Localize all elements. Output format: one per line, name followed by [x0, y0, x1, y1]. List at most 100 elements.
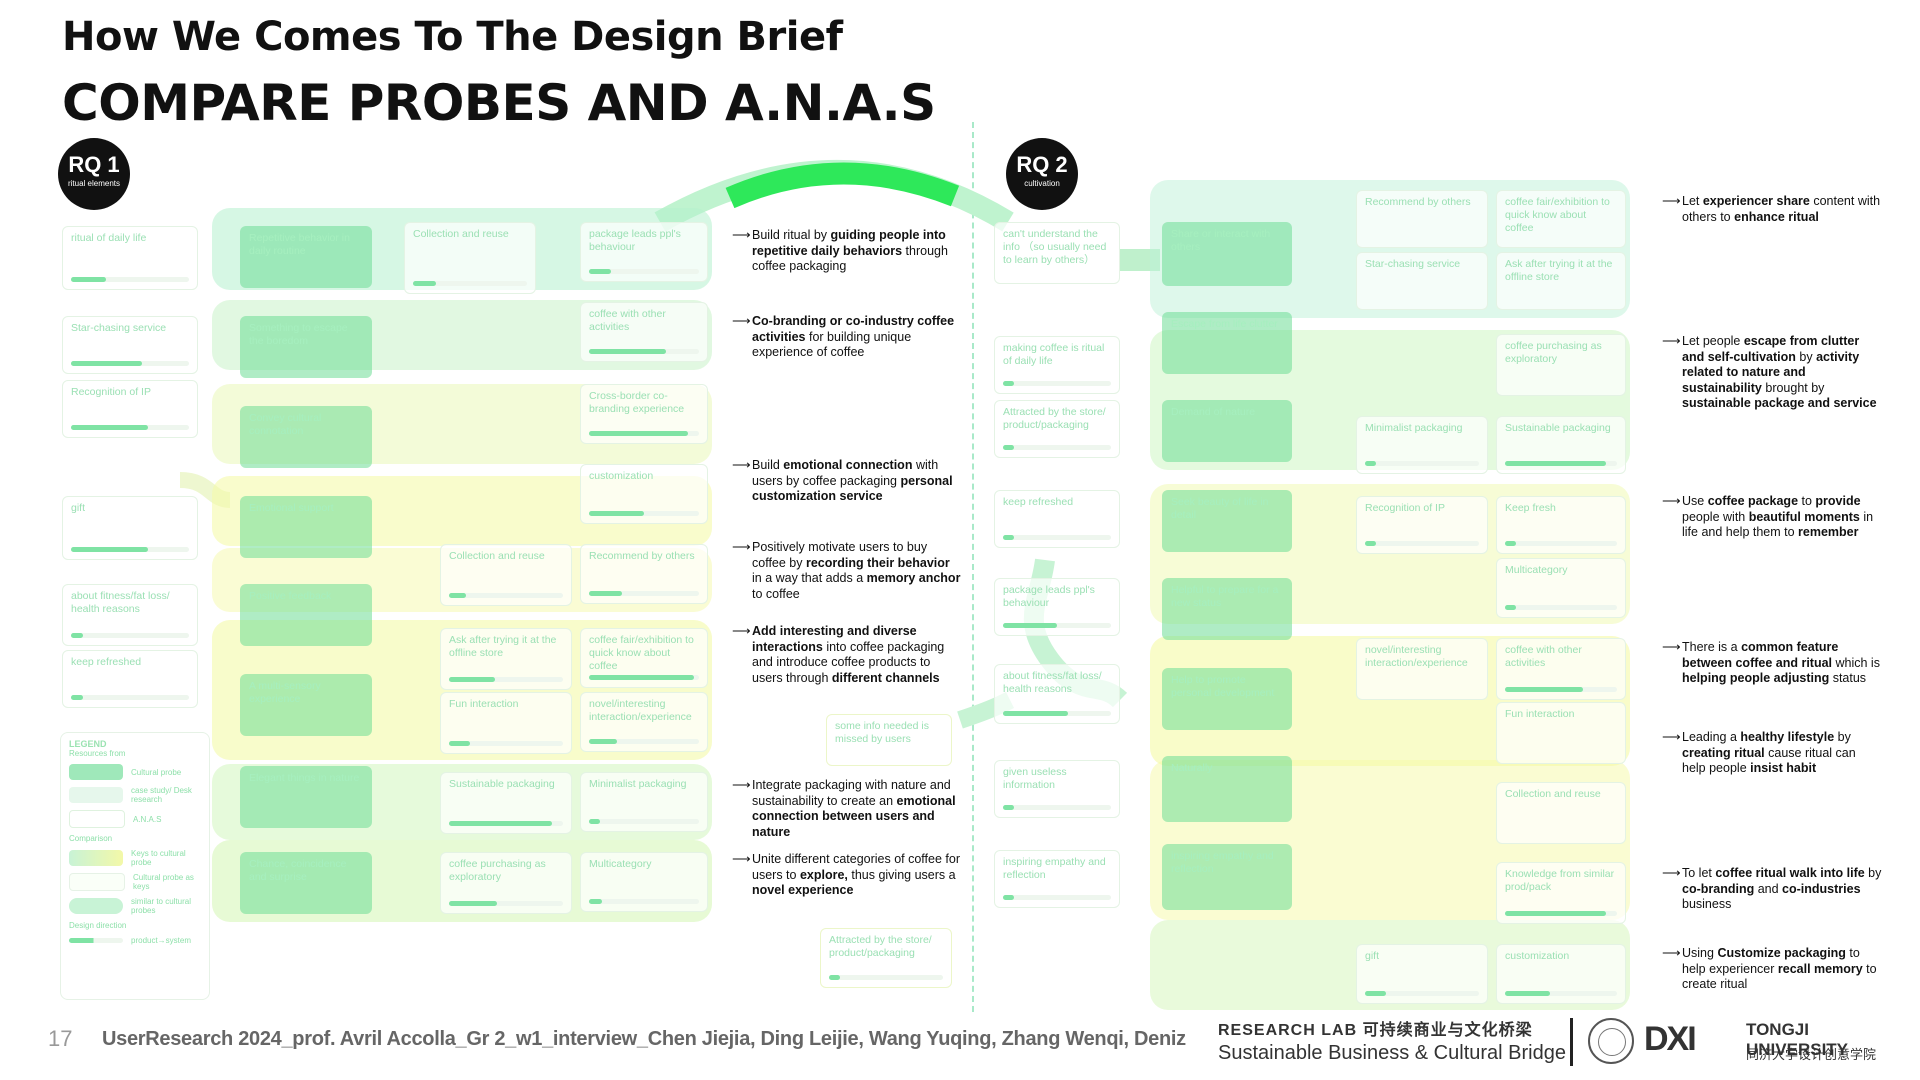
- legend-swatch-cp-keys: [69, 873, 125, 891]
- insight-text: Using: [1682, 946, 1718, 960]
- insight-emphasis: recall memory: [1777, 961, 1863, 976]
- insight-emphasis: Customize packaging: [1717, 946, 1846, 960]
- arrow-right-icon: ⟶: [1662, 729, 1681, 744]
- insight-text: business: [1682, 897, 1732, 911]
- node-demand-nature: Demand of nature: [1162, 400, 1292, 462]
- node-novel-right: novel/interesting interaction/experience: [1356, 638, 1488, 700]
- legend-row: Keys to cultural probe: [69, 849, 201, 867]
- legend-row: Cultural probe: [69, 764, 201, 780]
- insight-text: to help experiencer: [1682, 946, 1860, 976]
- node-keep-refreshed: keep refreshed: [62, 650, 198, 708]
- insight-right-3: ⟶Use coffee package to provide people wi…: [1662, 493, 1882, 541]
- node-fitness: about fitness/fat loss/ health reasons: [62, 584, 198, 646]
- insight-left-2: ⟶Co-branding or co-industry coffee activ…: [732, 313, 962, 361]
- insight-text: Build: [752, 458, 784, 472]
- node-naturally: Naturally: [1162, 756, 1292, 822]
- arrow-right-icon: ⟶: [1662, 865, 1681, 880]
- node-multicategory: Multicategory: [580, 852, 708, 912]
- insight-text: by: [1795, 349, 1817, 364]
- node-package-leads: package leads ppl's behaviour: [580, 222, 708, 282]
- insight-text: Let: [1682, 194, 1703, 208]
- legend-row: A.N.A.S: [69, 810, 201, 828]
- insight-emphasis: beautiful moments: [1748, 509, 1860, 524]
- page-number: 17: [48, 1026, 73, 1051]
- insight-emphasis: coffee ritual walk into life: [1715, 866, 1865, 880]
- insight-text: To let: [1682, 866, 1716, 880]
- node-empathy-dark: inspiring empathy and reflection: [1162, 844, 1292, 910]
- node-escape-boredom: Something to escape the boredom: [240, 316, 372, 378]
- legend-row: product→system: [69, 936, 201, 945]
- insight-left-3: ⟶Build emotional connection with users b…: [732, 457, 962, 505]
- university-name-cn: 同济大学设计创意学院: [1746, 1047, 1877, 1062]
- node-keep-refreshed-right: keep refreshed: [994, 490, 1120, 548]
- rq2-sublabel: cultivation: [1024, 179, 1060, 188]
- insight-emphasis: memory anchor: [866, 571, 961, 585]
- insight-emphasis: insist habit: [1750, 761, 1817, 775]
- node-cross-border: Cross-border co-branding experience: [580, 384, 708, 444]
- research-lab-label: RESEARCH LAB 可持续商业与文化桥梁: [1218, 1022, 1533, 1039]
- node-attracted-store-left: Attracted by the store/ product/packagin…: [820, 928, 952, 988]
- legend-swatch-probe: [69, 764, 123, 780]
- insight-emphasis: explore,: [799, 867, 848, 882]
- node-positive-feedback: Positive feedback: [240, 584, 372, 646]
- node-cant-understand: can't understand the info （so usually ne…: [994, 222, 1120, 284]
- arrow-right-icon: ⟶: [1662, 193, 1681, 208]
- insight-text: Build ritual by: [752, 228, 831, 242]
- insight-right-7: ⟶Using Customize packaging to help exper…: [1662, 945, 1882, 993]
- node-recommend-others: Recommend by others: [580, 544, 708, 604]
- footer-credits: UserResearch 2024_prof. Avril Accolla_Gr…: [102, 1028, 1186, 1050]
- node-collection-reuse-1: Collection and reuse: [404, 222, 536, 294]
- insight-emphasis: provide: [1815, 494, 1861, 508]
- node-personal-development: Help to promote personal development: [1162, 668, 1292, 730]
- insight-text: through coffee packaging: [752, 243, 948, 274]
- node-ritual-daily-life: ritual of daily life: [62, 226, 198, 290]
- insight-left-1: ⟶Build ritual by guiding people into rep…: [732, 227, 962, 275]
- insight-text: status: [1829, 671, 1867, 685]
- insight-emphasis: common feature between coffee and ritual: [1682, 640, 1839, 670]
- rq1-sublabel: ritual elements: [67, 179, 121, 188]
- insight-emphasis: novel experience: [752, 883, 854, 897]
- legend-row: case study/ Desk research: [69, 786, 201, 804]
- insight-right-6: ⟶To let coffee ritual walk into life by …: [1662, 865, 1882, 913]
- insight-right-4: ⟶There is a common feature between coffe…: [1662, 639, 1882, 687]
- insight-right-2: ⟶Let people escape from clutter and self…: [1662, 333, 1882, 412]
- node-minimalist-right: Minimalist packaging: [1356, 416, 1488, 474]
- insight-emphasis: remember: [1798, 525, 1859, 539]
- node-purchasing-exploratory: coffee purchasing as exploratory: [440, 852, 572, 914]
- insight-text: Leading a: [1682, 730, 1741, 744]
- node-multisensory: A multi-sensory experience: [240, 674, 372, 736]
- arrow-right-icon: ⟶: [1662, 639, 1681, 654]
- node-collection-reuse-2: Collection and reuse: [440, 544, 572, 606]
- node-fair-right: coffee fair/exhibition to quick know abo…: [1496, 190, 1626, 248]
- node-customization-right: customization: [1496, 944, 1626, 1004]
- node-sustainable-right: Sustainable packaging: [1496, 416, 1626, 474]
- legend-swatch-similar: [69, 898, 123, 914]
- node-info-missed: some info needed is missed by users: [826, 714, 952, 766]
- insight-text: with users by coffee packaging: [752, 458, 939, 488]
- node-coffee-activities-right: coffee with other activities: [1496, 638, 1626, 700]
- node-gift: gift: [62, 496, 198, 560]
- insight-text: and: [1754, 881, 1783, 896]
- insight-emphasis: co-industries: [1782, 881, 1861, 896]
- insight-emphasis: healthy lifestyle: [1740, 730, 1835, 744]
- node-emotional-support: Emotional support: [240, 496, 372, 558]
- legend-swatch-anas: [69, 810, 125, 828]
- node-recognition-ip: Recognition of IP: [62, 380, 198, 438]
- node-customization: customization: [580, 464, 708, 524]
- rq2-label: RQ 2: [1016, 152, 1068, 177]
- legend-title: LEGEND: [69, 739, 107, 749]
- dxi-logo: DXI: [1644, 1020, 1697, 1058]
- insight-text: by: [1834, 730, 1851, 744]
- arrow-right-icon: ⟶: [732, 227, 751, 242]
- insight-text: which is: [1832, 655, 1880, 670]
- insight-text: content with others to: [1682, 194, 1881, 224]
- insight-text: Positively motivate users to buy coffee …: [752, 540, 928, 570]
- insight-text: for building unique experience of coffee: [752, 329, 912, 360]
- node-seek-beauty: Seek beauty of life in detail: [1162, 490, 1292, 552]
- arrow-right-icon: ⟶: [732, 457, 751, 472]
- insight-text: in a way that adds a: [752, 571, 867, 585]
- insight-text: people with: [1682, 509, 1749, 524]
- insight-left-5: ⟶Add interesting and diverse interaction…: [732, 623, 962, 686]
- node-package-leads-right: package leads ppl's behaviour: [994, 578, 1120, 636]
- legend-swatch-bar: [69, 938, 123, 943]
